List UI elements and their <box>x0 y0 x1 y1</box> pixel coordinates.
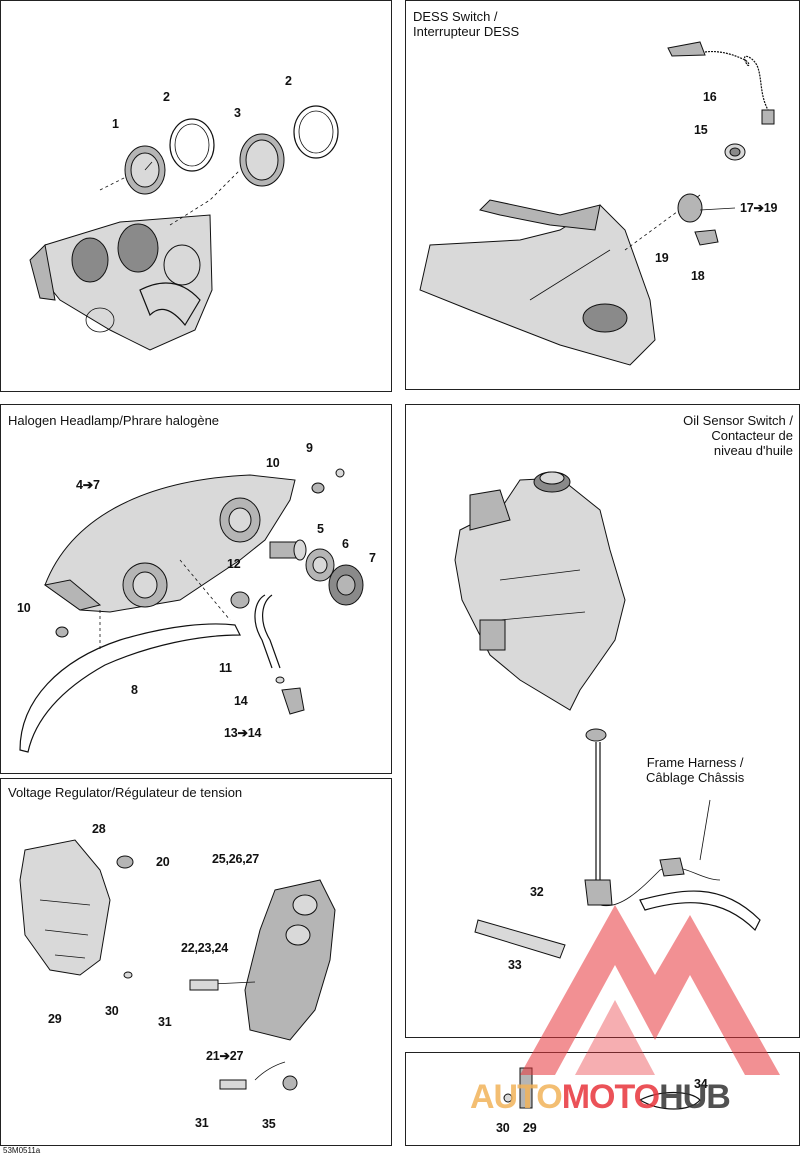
label-part-12: 12 <box>227 557 241 571</box>
label-part-8: 8 <box>131 683 138 697</box>
headlamp-housing <box>43 474 296 613</box>
gauge-part-3 <box>239 133 285 187</box>
label-part-31a: 31 <box>158 1015 172 1029</box>
label-part-29b: 29 <box>523 1121 537 1135</box>
label-part-30b: 30 <box>496 1121 510 1135</box>
label-part-9: 9 <box>306 441 313 455</box>
gauge-part-2-ring-b <box>293 105 339 159</box>
label-part-22-23-24: 22,23,24 <box>181 941 229 955</box>
frame-harness-label: Frame Harness / Câblage Châssis <box>646 755 745 785</box>
oil-sensor-32 <box>584 728 721 907</box>
panel-headlamp-title: Halogen Headlamp/Phrare halogène <box>8 413 220 428</box>
watermark-text: AUTOMOTOHUB <box>470 1078 731 1117</box>
label-part-29: 29 <box>48 1012 62 1026</box>
label-part-13-14: 13➔14 <box>224 726 262 740</box>
dess-cap-15 <box>724 143 746 161</box>
label-part-16: 16 <box>703 90 717 104</box>
oil-sleeve-33 <box>474 919 566 959</box>
label-part-2a: 2 <box>163 90 170 104</box>
label-part-35: 35 <box>262 1117 276 1131</box>
label-part-3: 3 <box>234 106 241 120</box>
label-part-17-19: 17➔19 <box>740 201 778 215</box>
headlamp-small-parts <box>55 468 345 715</box>
label-part-15: 15 <box>694 123 708 137</box>
label-part-4-7: 4➔7 <box>76 478 100 492</box>
label-part-1: 1 <box>112 117 119 131</box>
label-part-11: 11 <box>219 661 232 675</box>
dess-switch-17 <box>677 193 736 223</box>
label-part-5: 5 <box>317 522 324 536</box>
panel-oil-title: Oil Sensor Switch / Contacteur de niveau… <box>683 413 793 458</box>
label-part-10a: 10 <box>266 456 280 470</box>
headlamp-trim-8 <box>19 623 241 753</box>
label-part-31b: 31 <box>195 1116 209 1130</box>
label-part-21-27: 21➔27 <box>206 1049 244 1063</box>
frame-harness-drawing <box>639 799 761 932</box>
label-part-19: 19 <box>655 251 669 265</box>
gauge-console-drawing <box>29 169 241 351</box>
gauge-part-1 <box>124 145 166 195</box>
dess-nut-18 <box>694 229 719 246</box>
watermark-text-moto: MOTO <box>561 1078 660 1116</box>
watermark-text-auto: AUTO <box>470 1078 563 1116</box>
watermark-text-hub: HUB <box>659 1078 731 1116</box>
regulator-body <box>189 879 336 1091</box>
label-part-7: 7 <box>369 551 376 565</box>
label-part-18: 18 <box>691 269 705 283</box>
panel-regulator-title: Voltage Regulator/Régulateur de tension <box>8 785 243 800</box>
label-part-14: 14 <box>234 694 248 708</box>
label-part-10b: 10 <box>17 601 31 615</box>
label-part-30a: 30 <box>105 1004 119 1018</box>
headlamp-bulb-5 <box>269 539 307 561</box>
headlamp-cap-7 <box>328 564 364 606</box>
footer-code: 53M0511a <box>3 1146 41 1155</box>
gauge-part-2-ring <box>169 118 215 172</box>
dess-console-drawing <box>419 194 701 366</box>
label-part-2b: 2 <box>285 74 292 88</box>
oil-tank-drawing <box>454 471 626 711</box>
label-part-20: 20 <box>156 855 170 869</box>
label-part-25-26-27: 25,26,27 <box>212 852 260 866</box>
label-part-32: 32 <box>530 885 544 899</box>
regulator-bracket-28 <box>19 839 134 979</box>
label-part-28: 28 <box>92 822 106 836</box>
label-part-34: 34 <box>694 1077 708 1091</box>
label-part-6: 6 <box>342 537 349 551</box>
dess-cord-16 <box>667 41 775 125</box>
label-part-33: 33 <box>508 958 522 972</box>
headlamp-ring-6 <box>305 548 335 582</box>
panel-dess-title: DESS Switch / Interrupteur DESS <box>413 9 520 39</box>
